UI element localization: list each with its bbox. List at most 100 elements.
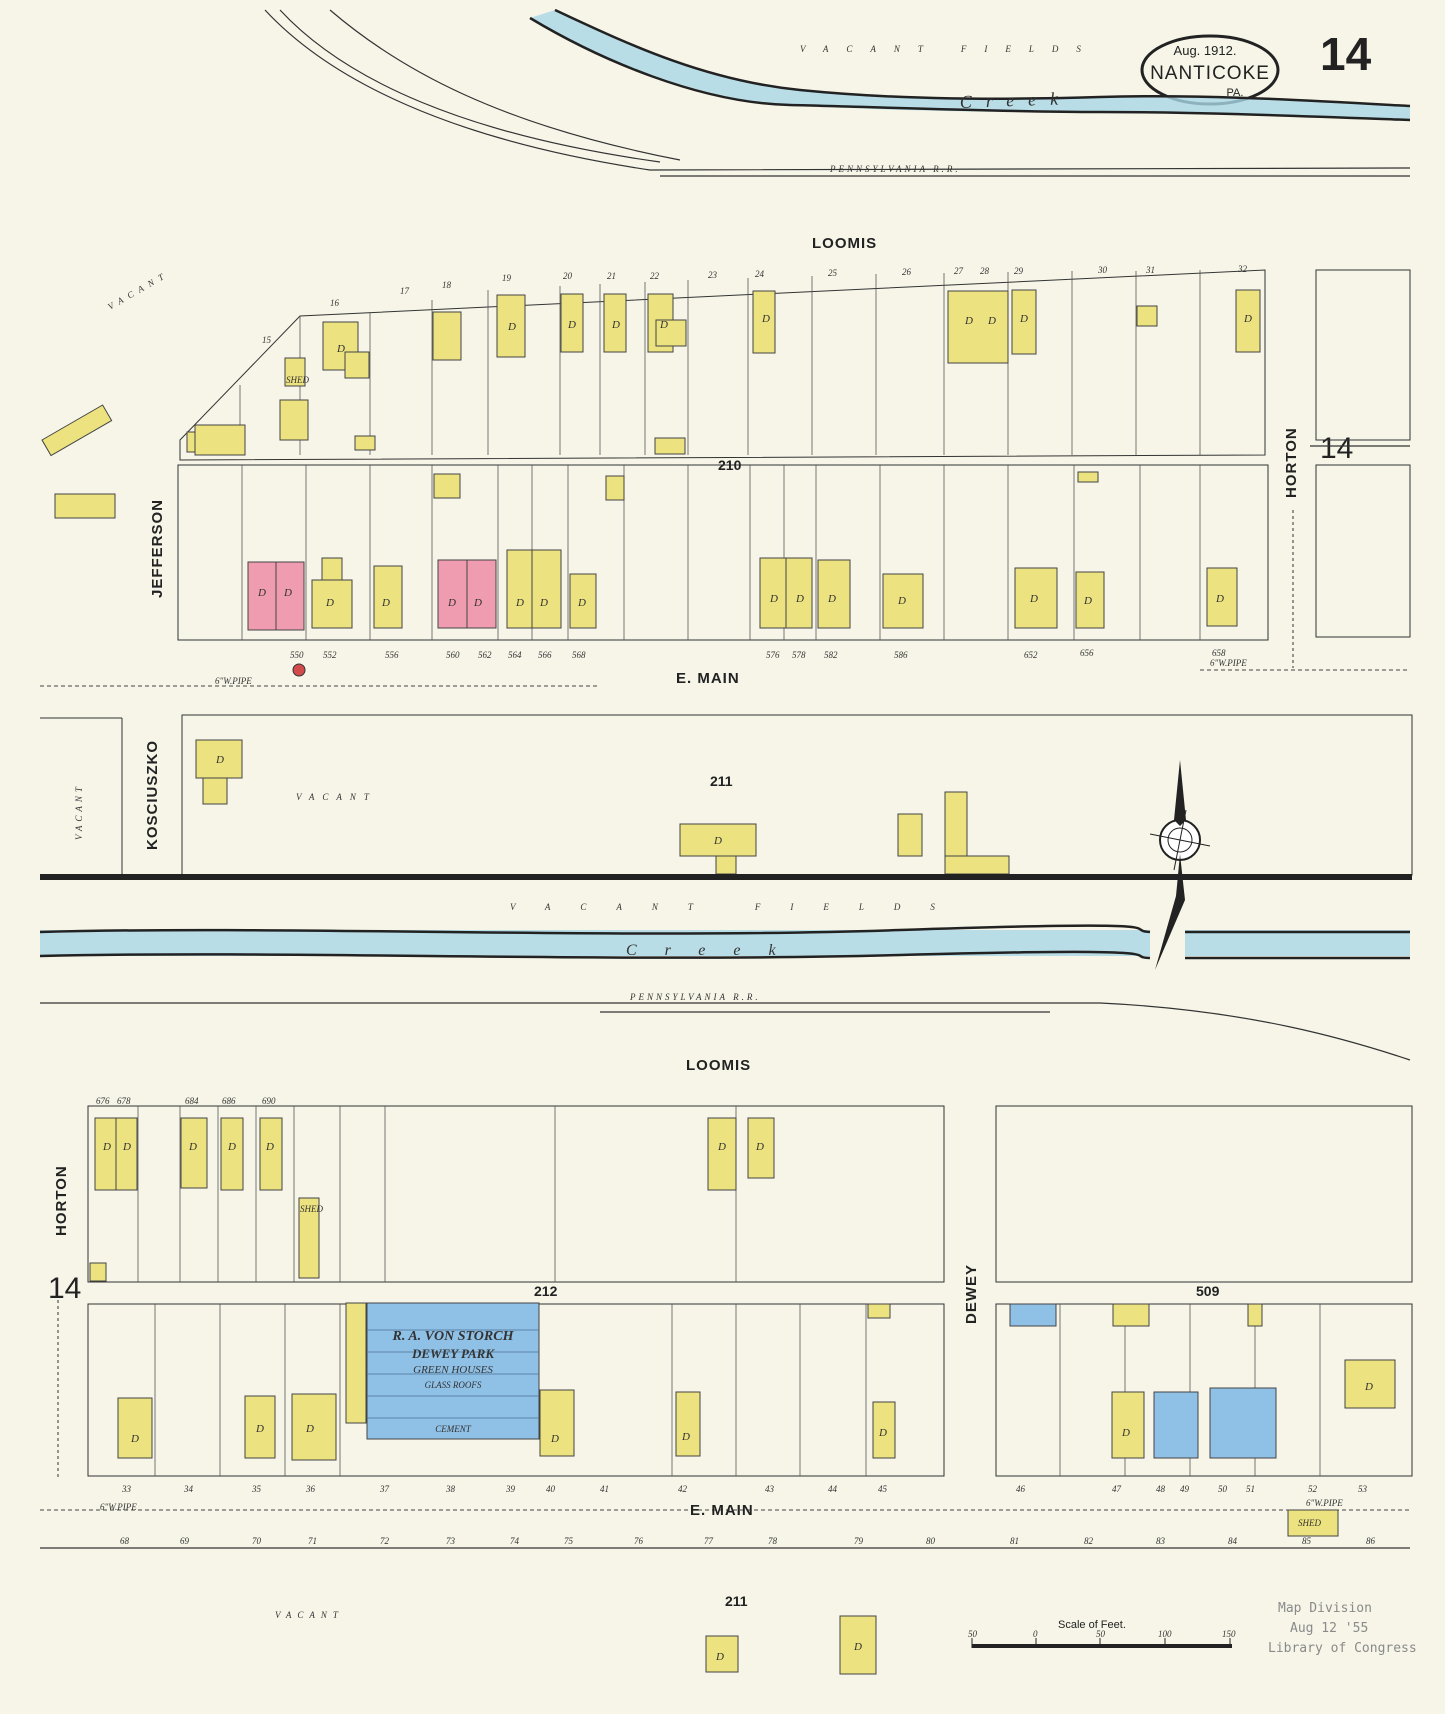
lot-number: 17 [400, 286, 410, 296]
creek-label-top: Creek [959, 88, 1072, 112]
lot-number: 43 [765, 1484, 775, 1494]
buildings-block-211 [195, 739, 1010, 875]
block-210-outline [177, 269, 1269, 641]
railroad-label-top: PENNSYLVANIA R.R. [829, 164, 961, 174]
dwelling-label: D [227, 1141, 236, 1153]
dwelling-label: D [761, 313, 770, 325]
lot-numbers-top-loomis: 15 16 17 18 19 20 21 22 23 24 25 26 27 2… [262, 264, 1248, 345]
greenhouse-park: DEWEY PARK [411, 1346, 495, 1361]
dwelling-letters-211: D D [215, 754, 722, 847]
dwelling-label: D [447, 597, 456, 609]
lot-number: 39 [505, 1484, 516, 1494]
map-city: NANTICOKE [1150, 63, 1270, 84]
dwelling-label: D [715, 1651, 724, 1663]
lot-number: 42 [678, 1484, 688, 1494]
dwelling-label: D [122, 1141, 131, 1153]
lot-number: 23 [708, 270, 718, 280]
lot-number: 86 [1366, 1536, 1376, 1546]
street-loomis-bottom: LOOMIS [686, 1057, 751, 1074]
dwelling-label: D [515, 597, 524, 609]
lot-number: 46 [1016, 1484, 1026, 1494]
railroad-top [264, 9, 1411, 177]
sheet-ref-left: 14 [48, 1272, 81, 1305]
lot-number: 37 [379, 1484, 390, 1494]
lot-number: 41 [600, 1484, 609, 1494]
lot-number: 652 [1024, 650, 1038, 660]
stamp-line-2: Aug 12 '55 [1290, 1621, 1368, 1636]
lot-number: 18 [442, 280, 452, 290]
dwelling-label: D [265, 1141, 274, 1153]
dwelling-label: D [102, 1141, 111, 1153]
lot-number: 658 [1212, 648, 1226, 658]
vacant-label-left-lower: VACANT [74, 783, 84, 840]
lot-number: 656 [1080, 648, 1094, 658]
lot-number: 556 [385, 650, 399, 660]
street-jefferson: JEFFERSON [149, 499, 166, 598]
map-state: PA. [1227, 87, 1244, 99]
vacant-fields-top: VACANT FIELDS [800, 44, 1099, 54]
dwelling-label: D [550, 1433, 559, 1445]
block-number-509: 509 [1196, 1283, 1220, 1299]
lot-number: 69 [180, 1536, 190, 1546]
lot-number: 19 [502, 273, 512, 283]
title-cartouche: Aug. 1912. NANTICOKE PA. [1140, 34, 1280, 106]
lot-number: 550 [290, 650, 304, 660]
street-loomis-top: LOOMIS [812, 235, 877, 252]
lot-numbers-bottom-main: 33 34 35 36 37 38 39 40 41 42 43 44 45 4… [121, 1484, 1368, 1494]
lot-number: 15 [262, 335, 272, 345]
railroad-track [40, 874, 1412, 880]
lot-number: 678 [117, 1096, 131, 1106]
dwelling-label: D [681, 1431, 690, 1443]
greenhouse-owner: R. A. VON STORCH [392, 1329, 515, 1344]
lot-number: 84 [1228, 1536, 1238, 1546]
lot-number: 52 [1308, 1484, 1318, 1494]
dwelling-label: D [325, 597, 334, 609]
water-pipe-label: 6"W.PIPE [100, 1502, 137, 1512]
dwelling-label: D [769, 593, 778, 605]
lot-number: 30 [1097, 265, 1108, 275]
lot-number: 75 [564, 1536, 574, 1546]
lot-number: 80 [926, 1536, 936, 1546]
lot-number: 684 [185, 1096, 199, 1106]
dwelling-label: D [283, 587, 292, 599]
lot-number: 76 [634, 1536, 644, 1546]
dwelling-label: D [1083, 595, 1092, 607]
scale-tick: 150 [1222, 1629, 1236, 1639]
lot-number: 45 [878, 1484, 888, 1494]
street-horton-top: HORTON [1283, 427, 1300, 498]
dwelling-label: D [897, 595, 906, 607]
lot-number: 568 [572, 650, 586, 660]
dwelling-label: D [473, 597, 482, 609]
lot-number: 38 [445, 1484, 456, 1494]
dwelling-label: D [878, 1427, 887, 1439]
dwelling-label: D [713, 835, 722, 847]
vacant-label-left: VACANT [106, 269, 171, 312]
creek-label-middle: Creek [626, 942, 804, 959]
dwelling-label: D [567, 319, 576, 331]
dwelling-label: D [755, 1141, 764, 1153]
lot-number: 81 [1010, 1536, 1019, 1546]
block-number-211-upper: 211 [710, 773, 733, 789]
dwelling-letters-upper-main: D D D D D D D D D D D D D D D D [257, 587, 1224, 609]
lot-number: 33 [121, 1484, 132, 1494]
dwelling-label: D [1215, 593, 1224, 605]
lot-number: 582 [824, 650, 838, 660]
lot-number: 85 [1302, 1536, 1312, 1546]
water-pipe-label: 6"W.PIPE [215, 676, 252, 686]
lot-number: 73 [446, 1536, 456, 1546]
lot-number: 28 [980, 266, 990, 276]
lot-number: 40 [546, 1484, 556, 1494]
vacant-label-211: VACANT [296, 792, 377, 802]
dwelling-label: D [717, 1141, 726, 1153]
lot-number: 82 [1084, 1536, 1094, 1546]
shed-label: SHED [1298, 1518, 1321, 1528]
lot-number: 26 [902, 267, 912, 277]
lot-number: 50 [1218, 1484, 1228, 1494]
creek-middle [39, 924, 1410, 960]
street-dewey: DEWEY [963, 1264, 980, 1324]
lot-number: 690 [262, 1096, 276, 1106]
lot-number: 68 [120, 1536, 130, 1546]
dwelling-letters-lower-loomis: D D D D D D D SHED [102, 1141, 764, 1214]
street-e-main-top: E. MAIN [676, 670, 740, 687]
